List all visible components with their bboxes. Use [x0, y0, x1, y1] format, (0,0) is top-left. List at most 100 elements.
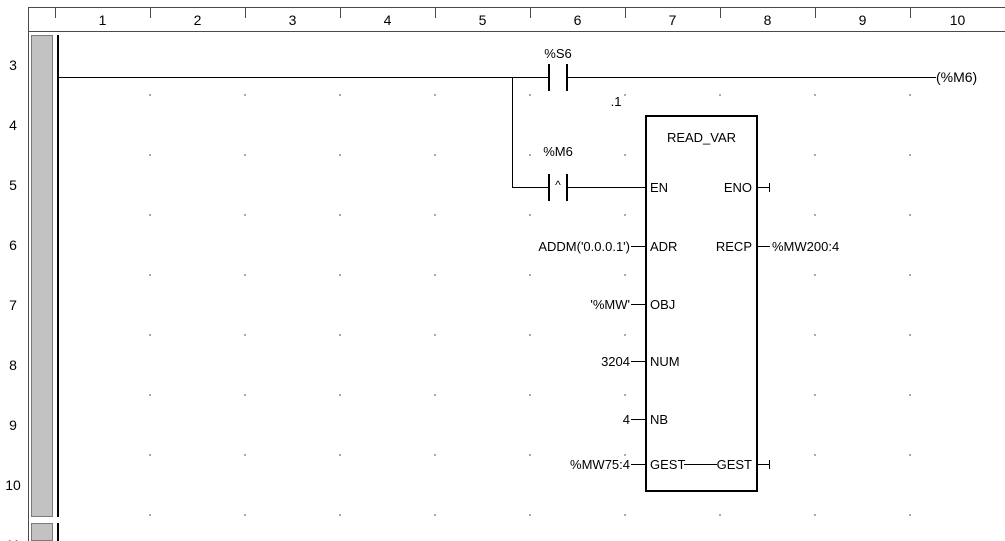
ruler-bottom-border — [28, 31, 1005, 32]
contact-label[interactable]: %M6 — [543, 144, 573, 159]
block-output-pin-gest: GEST — [716, 457, 752, 472]
row-header: 8 — [9, 357, 17, 373]
branch-wire-vertical — [512, 77, 513, 188]
row-header: 7 — [9, 297, 17, 313]
grid-dot — [529, 154, 531, 156]
block-input-operand-gest[interactable]: %MW75:4 — [570, 457, 630, 472]
rung-selection-margin-next[interactable] — [31, 523, 53, 541]
grid-dot — [529, 214, 531, 216]
function-block-instance[interactable]: .1 — [610, 94, 622, 109]
grid-dot — [624, 274, 626, 276]
function-block-title: READ_VAR — [666, 130, 737, 145]
grid-dot — [434, 334, 436, 336]
grid-dot — [719, 514, 721, 516]
grid-dot — [624, 214, 626, 216]
coil[interactable]: (%M6) — [936, 69, 978, 85]
grid-dot — [909, 214, 911, 216]
function-block[interactable] — [645, 115, 758, 492]
grid-dot — [814, 514, 816, 516]
grid-dot — [434, 154, 436, 156]
ruler-tick — [815, 8, 816, 18]
grid-dot — [339, 454, 341, 456]
column-header: 8 — [763, 12, 772, 28]
block-input-pin-num: NUM — [650, 354, 680, 369]
block-input-operand-nb[interactable]: 4 — [622, 412, 630, 427]
grid-dot — [149, 94, 151, 96]
ruler-tick — [340, 8, 341, 18]
row-header: 9 — [9, 417, 17, 433]
grid-dot — [149, 214, 151, 216]
contact-bar-right[interactable] — [566, 174, 568, 201]
block-input-pin-en: EN — [650, 180, 669, 195]
output-stub-tick-eno — [769, 183, 770, 192]
block-input-operand-obj[interactable]: '%MW' — [590, 297, 630, 312]
grid-dot — [624, 514, 626, 516]
contact-bar-left[interactable] — [548, 174, 550, 201]
grid-dot — [434, 514, 436, 516]
grid-dot — [244, 274, 246, 276]
grid-dot — [529, 334, 531, 336]
column-header: 2 — [193, 12, 202, 28]
grid-dot — [149, 454, 151, 456]
block-output-pin-recp: RECP — [715, 239, 752, 254]
ruler-tick — [720, 8, 721, 18]
grid-dot — [814, 334, 816, 336]
left-power-rail — [57, 35, 59, 517]
block-input-operand-num[interactable]: 3204 — [601, 354, 630, 369]
column-header: 6 — [573, 12, 582, 28]
grid-dot — [909, 154, 911, 156]
grid-dot — [339, 514, 341, 516]
grid-dot — [244, 334, 246, 336]
grid-dot — [814, 154, 816, 156]
ruler-top-border — [28, 7, 1005, 8]
grid-dot — [244, 454, 246, 456]
row-header: 4 — [9, 117, 17, 133]
block-output-operand-recp[interactable]: %MW200:4 — [772, 239, 840, 254]
ruler-tick — [150, 8, 151, 18]
column-header: 1 — [98, 12, 107, 28]
row-header-border — [28, 7, 29, 541]
grid-dot — [339, 394, 341, 396]
grid-dot — [814, 274, 816, 276]
grid-dot — [624, 334, 626, 336]
grid-dot — [244, 214, 246, 216]
input-connector-gest — [631, 464, 646, 465]
grid-dot — [244, 514, 246, 516]
output-stub-tick-gest — [769, 460, 770, 469]
output-stub-recp — [756, 246, 770, 247]
grid-dot — [909, 394, 911, 396]
rung-wire-left — [59, 77, 548, 78]
row-header: 10 — [5, 477, 21, 493]
grid-dot — [909, 274, 911, 276]
ruler-tick — [910, 8, 911, 18]
row-header: 3 — [9, 57, 17, 73]
grid-dot — [814, 94, 816, 96]
rung-selection-margin[interactable] — [31, 35, 53, 517]
grid-dot — [339, 274, 341, 276]
grid-dot — [624, 94, 626, 96]
output-stub-gest — [756, 464, 770, 465]
grid-dot — [339, 154, 341, 156]
grid-dot — [244, 394, 246, 396]
grid-dot — [624, 394, 626, 396]
column-header: 4 — [383, 12, 392, 28]
grid-dot — [814, 394, 816, 396]
grid-dot — [529, 94, 531, 96]
block-input-operand-adr[interactable]: ADDM('0.0.0.1') — [538, 239, 630, 254]
grid-dot — [149, 274, 151, 276]
grid-dot — [624, 454, 626, 456]
branch-wire-h2 — [568, 187, 646, 188]
contact-label[interactable]: %S6 — [544, 46, 572, 61]
grid-dot — [339, 214, 341, 216]
contact-bar-right[interactable] — [566, 64, 568, 91]
column-header: 10 — [949, 12, 966, 28]
input-connector-nb — [631, 419, 646, 420]
contact-bar-left[interactable] — [548, 64, 550, 91]
grid-dot — [149, 154, 151, 156]
grid-dot — [244, 154, 246, 156]
block-input-pin-obj: OBJ — [650, 297, 676, 312]
column-header: 7 — [668, 12, 677, 28]
grid-dot — [339, 94, 341, 96]
grid-dot — [434, 454, 436, 456]
